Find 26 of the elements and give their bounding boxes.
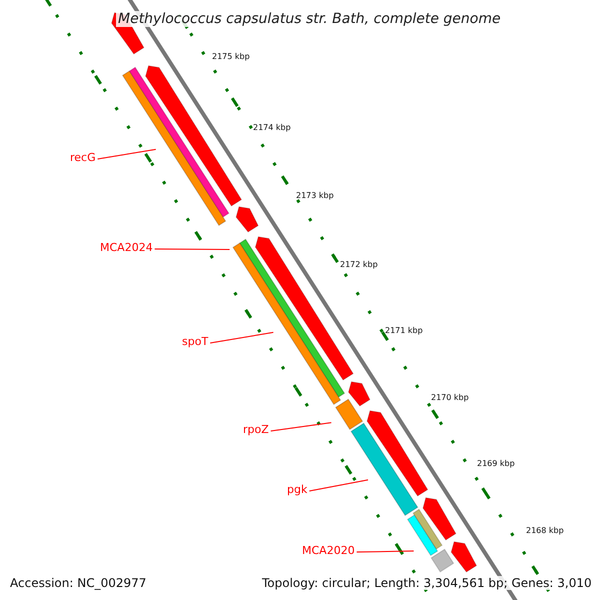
gene-label: spoT bbox=[182, 336, 208, 347]
gene-bar bbox=[122, 70, 226, 226]
tick-label: 2173 kbp bbox=[296, 192, 334, 200]
gene-bar bbox=[232, 242, 342, 406]
gene-label: pgk bbox=[287, 484, 308, 495]
accession-text: Accession: NC_002977 bbox=[8, 576, 148, 590]
leader-line bbox=[356, 550, 414, 552]
tick-label: 2168 kbp bbox=[526, 527, 564, 535]
gene-label: MCA2024 bbox=[100, 242, 153, 253]
gene-bar bbox=[335, 398, 364, 430]
gene-label: recG bbox=[70, 152, 96, 163]
tick-label: 2172 kbp bbox=[340, 261, 378, 269]
leader-line bbox=[97, 148, 156, 160]
tick-label: 2169 kbp bbox=[477, 460, 515, 468]
gene-label: rpoZ bbox=[243, 424, 269, 435]
leader-line bbox=[154, 248, 230, 250]
leader-line bbox=[270, 422, 332, 432]
leader-line bbox=[308, 479, 368, 492]
tick-label: 2174 kbp bbox=[253, 124, 291, 132]
gene-bar bbox=[350, 422, 418, 516]
gene-label: MCA2020 bbox=[302, 545, 355, 556]
gene-bar bbox=[406, 514, 438, 556]
leader-line bbox=[210, 332, 274, 344]
genome-info-text: Topology: circular; Length: 3,304,561 bp; Genes: 3,010 bbox=[260, 576, 594, 590]
title: Methylococcus capsulatus str. Bath, complete genome bbox=[116, 11, 503, 27]
tick-label: 2171 kbp bbox=[385, 327, 423, 335]
